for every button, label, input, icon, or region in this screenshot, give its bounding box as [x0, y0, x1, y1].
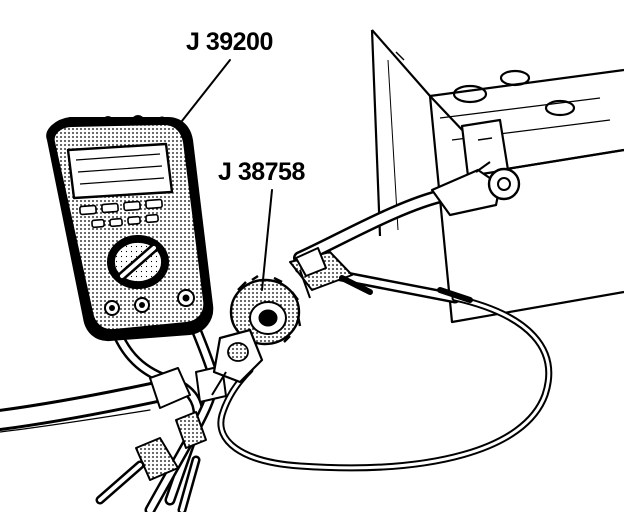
meter-tool-label: J 39200 [186, 28, 273, 56]
callout-leaders [177, 59, 273, 291]
adapter-tool [211, 247, 373, 396]
lead-boots [95, 365, 227, 512]
battery [370, 29, 624, 324]
adapter-tool-label: J 38758 [218, 158, 305, 186]
test-lead-loop [217, 262, 553, 472]
ground-cable [0, 377, 186, 433]
multimeter [46, 115, 214, 342]
battery-cable [293, 161, 521, 265]
